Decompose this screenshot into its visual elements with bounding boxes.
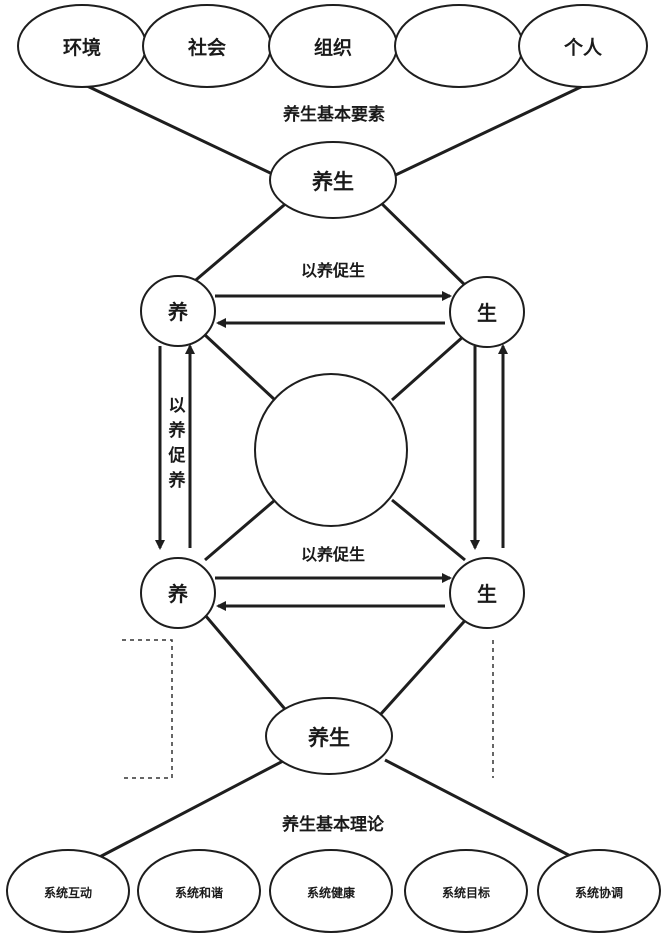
lower-hub-node: [265, 697, 393, 775]
line-yang-upper-to-center: [203, 333, 277, 402]
line-sheng-lower-to-hub: [378, 613, 472, 717]
bottom-element-label: 系统协调: [575, 885, 623, 900]
line-top-right-to-hub: [384, 83, 586, 182]
top-element-label: 环境: [63, 36, 101, 59]
bottom-element-2: [269, 849, 393, 933]
top-element-4: [518, 4, 648, 88]
yang-node-upper: [140, 275, 216, 347]
line-hub-to-bottom-right: [384, 758, 583, 864]
vertical-label-left: 以 养 促 养: [168, 396, 187, 491]
top-element-3: [394, 4, 524, 88]
bottom-element-0: [6, 849, 130, 933]
top-title: 养生基本要素: [282, 104, 385, 125]
yang-node-upper-label: 养: [167, 300, 188, 324]
bottom-title: 养生基本理论: [281, 814, 385, 835]
sheng-node-lower: [449, 557, 525, 629]
line-hub-to-sheng-upper: [376, 198, 472, 292]
bottom-element-3: [404, 849, 528, 933]
bottom-element-label: 系统和谐: [175, 885, 223, 900]
arrow-label-upper: 以养促生: [301, 261, 365, 280]
line-hub-to-yang-upper: [189, 198, 291, 287]
bottom-element-1: [137, 849, 261, 933]
bottom-element-label: 系统互动: [44, 885, 92, 900]
bottom-elements: 系统互动 系统和谐 系统健康 系统目标 系统协调: [6, 849, 661, 933]
line-sheng-upper-to-center: [391, 333, 466, 402]
top-element-label: 组织: [314, 36, 352, 59]
bottom-element-label: 系统目标: [442, 885, 490, 900]
dashed-brackets: [122, 639, 494, 779]
dashed-bracket-left: [122, 639, 173, 779]
sheng-node-upper-label: 生: [477, 301, 497, 325]
bottom-element-label: 系统健康: [307, 885, 356, 900]
arrow-label-lower: 以养促生: [301, 545, 365, 564]
vertical-label-char: 养: [168, 470, 187, 491]
connector-lines: [84, 83, 586, 864]
top-elements: 环境 社会 组织 个人: [17, 4, 648, 88]
sheng-node-lower-label: 生: [477, 582, 497, 606]
line-hub-to-bottom-left: [89, 758, 286, 864]
yang-node-lower-label: 养: [167, 582, 188, 606]
top-element-label: 个人: [563, 37, 603, 59]
vertical-label-char: 促: [168, 445, 186, 466]
line-yang-lower-to-center: [204, 498, 276, 562]
center-circle: [254, 373, 408, 527]
upper-hub-label: 养生: [311, 170, 354, 194]
flow-arrows: [155, 291, 508, 611]
vertical-label-char: 以: [169, 396, 186, 416]
yang-node-lower: [140, 557, 216, 629]
top-element-label: 社会: [187, 36, 226, 59]
sheng-node-upper: [449, 276, 525, 348]
line-top-left-to-hub: [84, 83, 286, 182]
upper-hub-node: [269, 141, 397, 219]
lower-hub-label: 养生: [307, 726, 350, 750]
bottom-element-4: [537, 849, 661, 933]
line-sheng-lower-to-center: [391, 498, 466, 562]
line-yang-lower-to-hub: [203, 614, 292, 716]
vertical-label-char: 养: [168, 420, 187, 441]
